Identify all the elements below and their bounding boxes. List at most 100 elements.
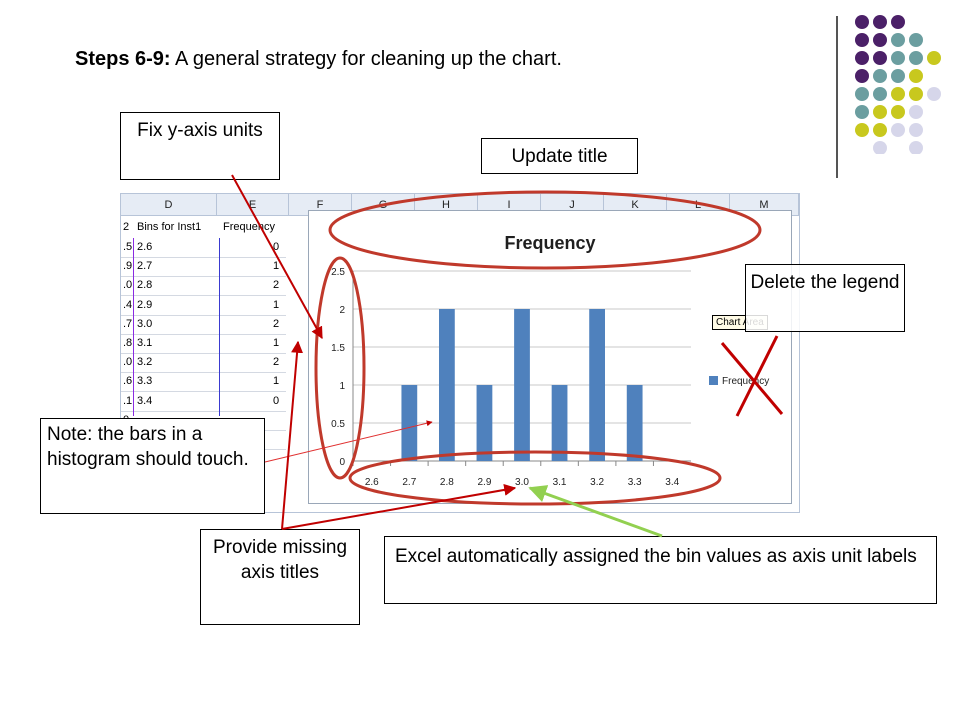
bar	[439, 309, 455, 461]
cell-frequency[interactable]: 2	[273, 356, 280, 369]
decorative-dot	[927, 87, 941, 101]
cell-frequency[interactable]: 1	[273, 375, 280, 388]
cell-bin[interactable]: 2.8	[137, 279, 153, 292]
chart-title: Frequency	[504, 233, 595, 253]
y-tick-label: 0.5	[331, 419, 345, 430]
arrow-axis-title-x	[281, 483, 517, 530]
cell-frequency[interactable]: 0	[273, 241, 280, 253]
arrow-axis-title-y	[281, 340, 304, 530]
decorative-dot	[909, 141, 923, 154]
bar	[401, 385, 418, 461]
column-header-e[interactable]: E	[217, 194, 289, 216]
x-tick-label: 3.4	[665, 477, 679, 488]
x-tick-label: 3.2	[590, 477, 604, 488]
cell-fragment[interactable]: .6	[123, 375, 133, 388]
callout-fix-y-axis: Fix y-axis units	[120, 112, 280, 180]
cell-bin[interactable]: 2.7	[137, 260, 153, 273]
x-tick-label: 3.0	[515, 477, 529, 488]
x-tick-label: 3.1	[553, 477, 567, 488]
legend-label: Frequency	[722, 376, 769, 387]
decorative-dot	[873, 123, 887, 137]
x-tick-label: 2.7	[402, 477, 416, 488]
x-tick-label: 3.3	[628, 477, 642, 488]
decorative-dot	[891, 123, 905, 137]
callout-axis-titles: Provide missing axis titles	[200, 529, 360, 625]
decorative-dot	[855, 51, 869, 65]
cell-fragment[interactable]: .0	[123, 279, 133, 292]
ellipse-title	[328, 190, 762, 270]
decorative-dot	[891, 51, 905, 65]
range-outline-left	[133, 238, 134, 416]
sheet-gridline	[121, 391, 286, 393]
decorative-dot	[891, 87, 905, 101]
callout-excel-bins: Excel automatically assigned the bin val…	[384, 536, 937, 604]
sheet-gridline	[121, 295, 286, 297]
decorative-dot	[909, 105, 923, 119]
cell-fragment[interactable]: .8	[123, 337, 133, 349]
cell-bin[interactable]: 2.9	[137, 298, 153, 311]
decorative-dot	[891, 15, 905, 29]
decorative-dot	[891, 105, 905, 119]
x-tick-label: 2.8	[440, 477, 454, 488]
legend-swatch	[709, 376, 718, 385]
bar	[626, 385, 643, 461]
decorative-dot	[909, 33, 923, 47]
heading-bold: Steps 6-9:	[75, 48, 171, 70]
decorative-dot	[855, 87, 869, 101]
decorative-dot	[891, 69, 905, 83]
range-outline	[219, 238, 220, 416]
decorative-dot	[855, 33, 869, 47]
arrow-fix-y	[231, 174, 323, 340]
decorative-dot	[909, 69, 923, 83]
decorative-dot	[855, 15, 869, 29]
sheet-gridline	[121, 372, 286, 374]
decorative-dot	[873, 141, 887, 154]
cell-fragment[interactable]: .7	[123, 317, 133, 330]
cell-fragment[interactable]: .5	[123, 241, 133, 253]
cell-frequency[interactable]: 1	[273, 337, 280, 349]
cell-frequency[interactable]: 2	[273, 279, 280, 292]
decorative-dot	[909, 51, 923, 65]
decorative-dot	[891, 33, 905, 47]
ellipse-x-axis	[348, 450, 722, 506]
cell-bin[interactable]: 3.4	[137, 394, 153, 407]
ellipse-y-axis	[314, 256, 366, 480]
decorative-dots	[855, 15, 941, 154]
cell-fragment[interactable]: .9	[123, 260, 133, 273]
slide-heading: Steps 6-9: A general strategy for cleani…	[75, 48, 562, 71]
cell-frequency[interactable]: 1	[273, 260, 280, 273]
heading-rest: A general strategy for cleaning up the c…	[170, 48, 562, 70]
decorative-dot	[855, 69, 869, 83]
decorative-dot	[927, 51, 941, 65]
decorative-dot	[873, 51, 887, 65]
cell-bin[interactable]: 3.1	[137, 337, 153, 349]
row-number: 2	[123, 221, 130, 233]
cell-bin[interactable]: 3.0	[137, 317, 153, 330]
x-tick-label: 2.6	[365, 477, 379, 488]
header-bins[interactable]: Bins for Inst1	[137, 221, 202, 233]
cell-frequency[interactable]: 0	[273, 394, 280, 407]
cell-bin[interactable]: 3.2	[137, 356, 153, 369]
y-tick-label: 1	[339, 381, 345, 392]
cell-fragment[interactable]: .4	[123, 298, 133, 311]
y-tick-label: 0	[339, 457, 345, 468]
cell-frequency[interactable]: 1	[273, 298, 280, 311]
decorative-dot	[909, 87, 923, 101]
arrow-bin-labels	[528, 485, 663, 538]
sheet-gridline	[121, 314, 286, 316]
x-mark-stroke-2	[735, 335, 779, 417]
decorative-dot	[873, 105, 887, 119]
column-header-d[interactable]: D	[121, 194, 217, 216]
cell-bin[interactable]: 2.6	[137, 241, 153, 253]
decorative-dot	[873, 33, 887, 47]
cell-fragment[interactable]: .1	[123, 394, 133, 407]
cell-fragment[interactable]: .0	[123, 356, 133, 369]
sheet-gridline	[121, 276, 286, 278]
decorative-dot	[909, 123, 923, 137]
cell-bin[interactable]: 3.3	[137, 375, 153, 388]
cell-frequency[interactable]: 2	[273, 317, 280, 330]
bar	[551, 385, 568, 461]
